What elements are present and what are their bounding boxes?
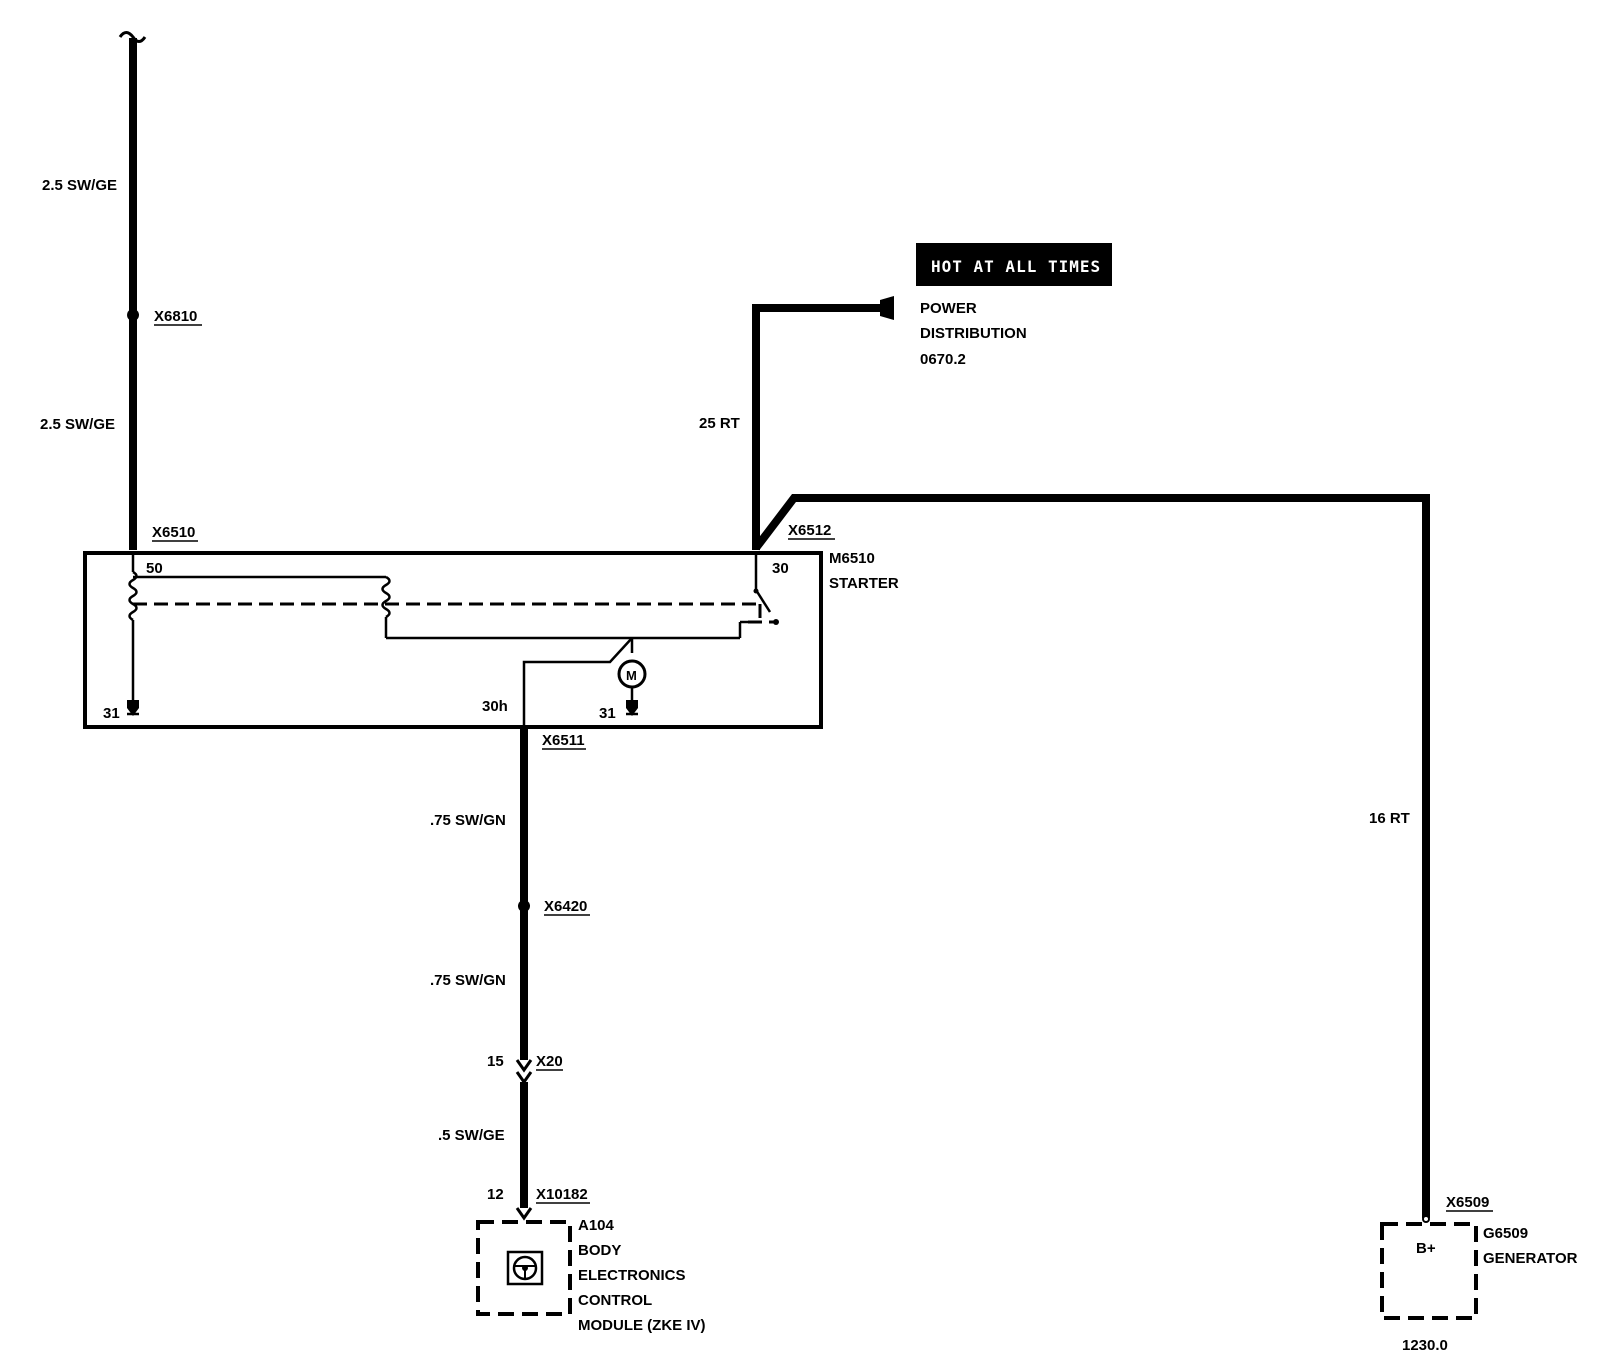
pin-label-31-right: 31 <box>599 705 616 722</box>
pin-label-30: 30 <box>772 560 789 577</box>
connector-label-x20: X20 <box>536 1053 563 1070</box>
wire-label-lower-1: .75 SW/GN <box>430 812 506 829</box>
starter-name: STARTER <box>829 575 899 592</box>
power-distribution-line2: DISTRIBUTION <box>920 325 1027 342</box>
pin-label-12: 12 <box>487 1186 504 1203</box>
connector-x10182-symbol <box>515 1207 533 1221</box>
generator-terminal-bplus: B+ <box>1416 1240 1436 1257</box>
pin-label-15: 15 <box>487 1053 504 1070</box>
body-module-line3: CONTROL <box>578 1292 652 1309</box>
motor-letter: M <box>626 668 637 683</box>
body-module-line1: BODY <box>578 1242 621 1259</box>
connector-label-x6512: X6512 <box>788 522 831 539</box>
pin-label-50: 50 <box>146 560 163 577</box>
connector-x20-symbol <box>515 1059 533 1085</box>
generator-ref: 1230.0 <box>1402 1337 1448 1354</box>
connector-label-x6420: X6420 <box>544 898 587 915</box>
wire-label-power-feed: 25 RT <box>699 415 740 432</box>
body-module-line4: MODULE (ZKE IV) <box>578 1317 706 1334</box>
wire-label-top-left-1: 2.5 SW/GE <box>42 177 117 194</box>
hot-banner-text: HOT AT ALL TIMES <box>931 257 1101 276</box>
body-module-id: A104 <box>578 1217 615 1234</box>
wire-power-feed <box>752 304 880 550</box>
connector-label-x6810: X6810 <box>154 308 197 325</box>
wire-generator-feed <box>752 494 1430 1218</box>
connector-label-x6511: X6511 <box>542 732 585 749</box>
wire-label-lower-2: .75 SW/GN <box>430 972 506 989</box>
generator-box <box>1380 1222 1478 1320</box>
connector-label-x6509: X6509 <box>1446 1194 1489 1211</box>
generator-id: G6509 <box>1483 1225 1528 1242</box>
starter-internals <box>127 553 779 727</box>
body-module-line2: ELECTRONICS <box>578 1267 686 1284</box>
splice-x6810 <box>127 309 139 321</box>
power-distribution-connector <box>880 296 894 320</box>
connector-label-x10182: X10182 <box>536 1186 588 1203</box>
pin-label-30h: 30h <box>482 698 508 715</box>
starter-id: M6510 <box>829 550 875 567</box>
splice-x6420 <box>518 900 530 912</box>
body-module-box <box>476 1220 572 1316</box>
power-distribution-line3: 0670.2 <box>920 351 966 368</box>
power-distribution-line1: POWER <box>920 300 977 317</box>
wire-label-lower-3: .5 SW/GE <box>438 1127 505 1144</box>
wire-label-generator-feed: 16 RT <box>1369 810 1410 827</box>
hot-banner <box>916 243 1112 286</box>
wire-label-top-left-2: 2.5 SW/GE <box>40 416 115 433</box>
pin-label-31-left: 31 <box>103 705 120 722</box>
generator-name: GENERATOR <box>1483 1250 1578 1267</box>
wire-break-symbol <box>118 31 147 43</box>
starter-box <box>83 551 823 729</box>
connector-label-x6510: X6510 <box>152 524 195 541</box>
